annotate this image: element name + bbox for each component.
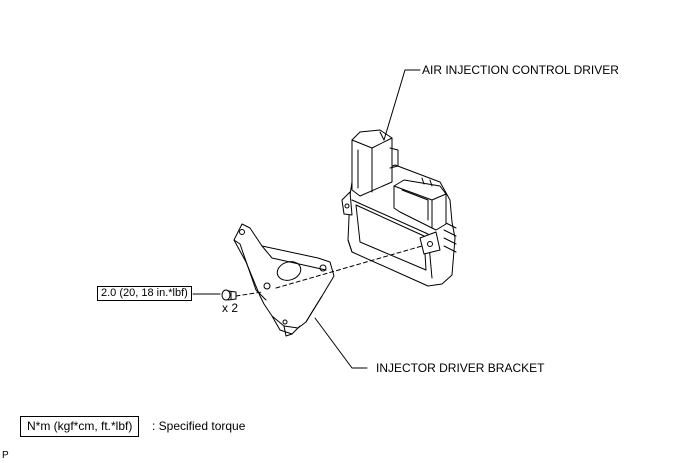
torque-unit-legend-box: N*m (kgf*cm, ft.*lbf) (20, 416, 140, 437)
bolt (221, 289, 237, 301)
driver-callout: AIR INJECTION CONTROL DRIVER (422, 63, 619, 77)
assembly-line (235, 245, 423, 297)
control-driver-module (341, 129, 457, 287)
driver-leader-line (383, 69, 421, 141)
torque-legend-description: : Specified torque (152, 419, 246, 433)
bracket-callout: INJECTOR DRIVER BRACKET (376, 361, 545, 375)
bolt-quantity: x 2 (222, 301, 239, 315)
injector-driver-bracket (233, 223, 335, 337)
bracket-leader-line (314, 317, 368, 369)
torque-value-box: 2.0 (20, 18 in.*lbf) (97, 286, 192, 301)
corner-mark: P (2, 450, 9, 461)
